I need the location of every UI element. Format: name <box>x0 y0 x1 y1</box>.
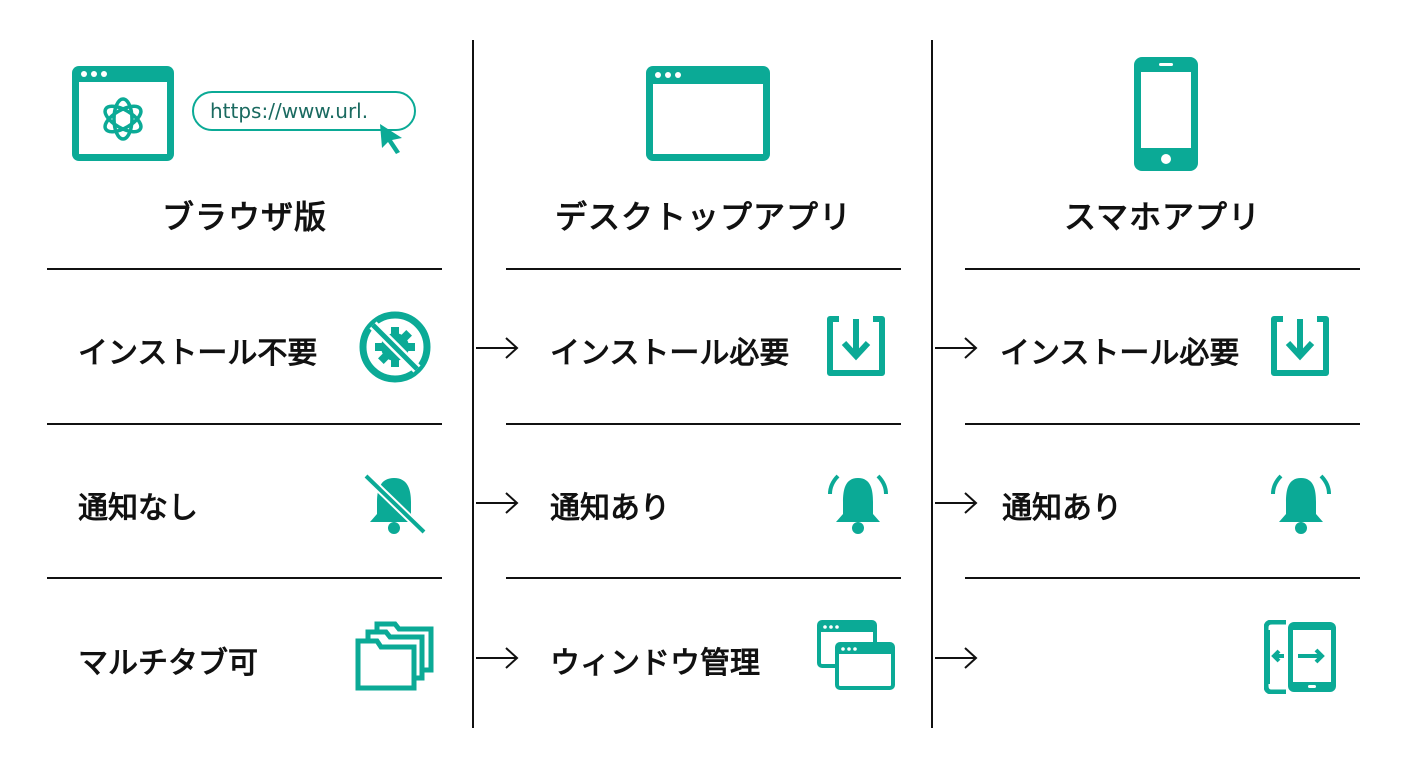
no-install-icon <box>358 310 432 384</box>
bell-ringing-icon <box>1269 468 1333 536</box>
download-icon <box>1269 315 1331 377</box>
desktop-window-icon <box>644 64 772 163</box>
row-label: 通知なし <box>78 491 198 526</box>
row-label: インストール必要 <box>1000 336 1240 371</box>
row-divider <box>47 577 442 579</box>
row-label: 通知あり <box>1002 491 1122 526</box>
row-label: 通知あり <box>550 491 670 526</box>
arrow-right-icon <box>476 491 520 515</box>
row-divider <box>965 423 1360 425</box>
row-divider <box>965 577 1360 579</box>
multi-window-icon <box>817 620 897 692</box>
column-divider <box>472 40 474 728</box>
row-label: インストール必要 <box>550 336 790 371</box>
url-bar: https://www.url. <box>192 91 416 131</box>
app-switch-icon <box>1264 620 1338 694</box>
row-divider <box>47 423 442 425</box>
row-label: インストール不要 <box>78 336 318 371</box>
browser-chatgpt-icon <box>70 64 176 163</box>
bell-off-icon <box>360 470 428 536</box>
arrow-right-icon <box>935 336 979 360</box>
row-divider <box>965 268 1360 270</box>
arrow-right-icon <box>476 646 520 670</box>
arrow-right-icon <box>476 336 520 360</box>
multi-tab-folder-icon <box>355 620 435 692</box>
cursor-icon <box>378 122 406 156</box>
column-title-browser: ブラウザ版 <box>161 198 327 236</box>
row-label: ウィンドウ管理 <box>550 646 760 681</box>
row-divider <box>47 268 442 270</box>
row-divider <box>506 423 901 425</box>
arrow-right-icon <box>935 491 979 515</box>
arrow-right-icon <box>935 646 979 670</box>
column-divider <box>931 40 933 728</box>
download-icon <box>825 315 887 377</box>
bell-ringing-icon <box>826 468 890 536</box>
row-divider <box>506 268 901 270</box>
column-title-desktop: デスクトップアプリ <box>554 198 852 236</box>
smartphone-icon <box>1133 56 1199 172</box>
column-title-mobile: スマホアプリ <box>1063 198 1262 236</box>
row-label: マルチタブ可 <box>78 646 258 681</box>
row-divider <box>506 577 901 579</box>
